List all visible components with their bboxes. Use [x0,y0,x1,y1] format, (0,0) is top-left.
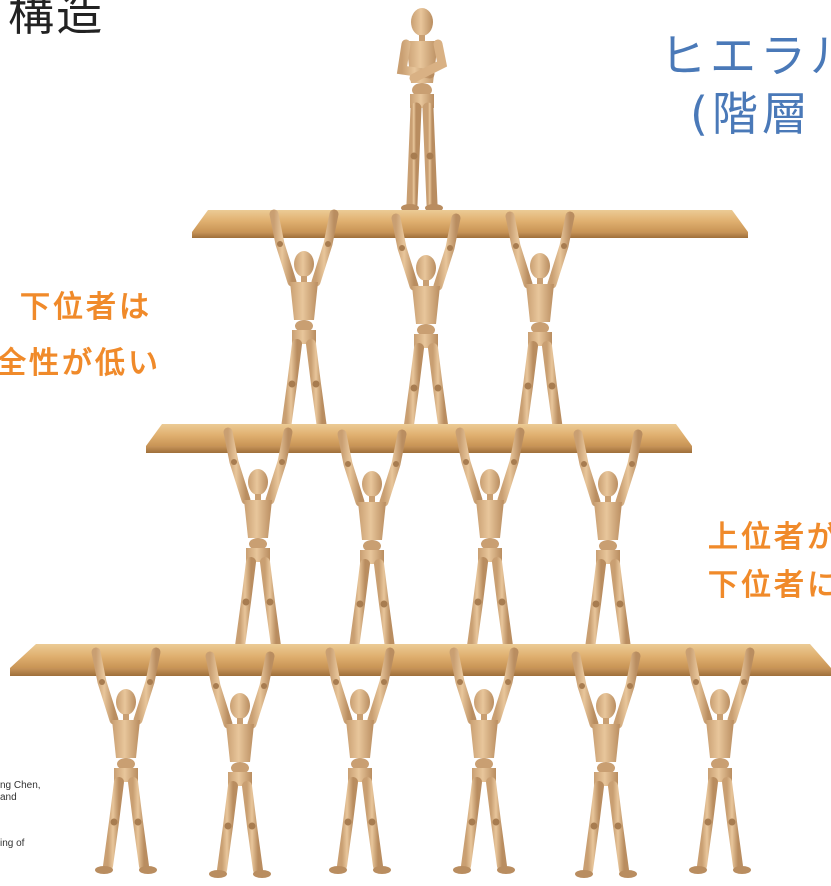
citation-line1: ng Chen, [0,780,41,791]
top-figure [401,8,443,212]
figure-row3 [227,432,289,654]
citation-line2: and [0,792,17,803]
figure-row2 [395,218,457,440]
figure-row2 [273,214,335,436]
figure-row4 [689,652,751,874]
right-caption-line1: 上位者が [708,520,831,555]
citation-line3: ing of [0,838,25,849]
left-caption-line1: 下位者は [20,290,152,325]
figure-row4 [95,652,157,874]
figure-row4 [209,656,271,878]
hierarchy-title-line1: ヒエラル [660,29,831,83]
left-caption-line2: 全性が低い [0,346,161,381]
figure-row3 [341,434,403,656]
board-bottom [10,644,831,676]
figure-row3 [459,432,521,654]
figure-row4 [329,652,391,874]
title-fragment: 構造 [8,0,104,41]
right-caption-line2: 下位者に [708,568,831,603]
figure-row3 [577,434,639,656]
figure-row2 [509,216,571,438]
figure-row4 [453,652,515,874]
figure-row4 [575,656,637,878]
hierarchy-title-line2: (階層 [690,87,812,141]
